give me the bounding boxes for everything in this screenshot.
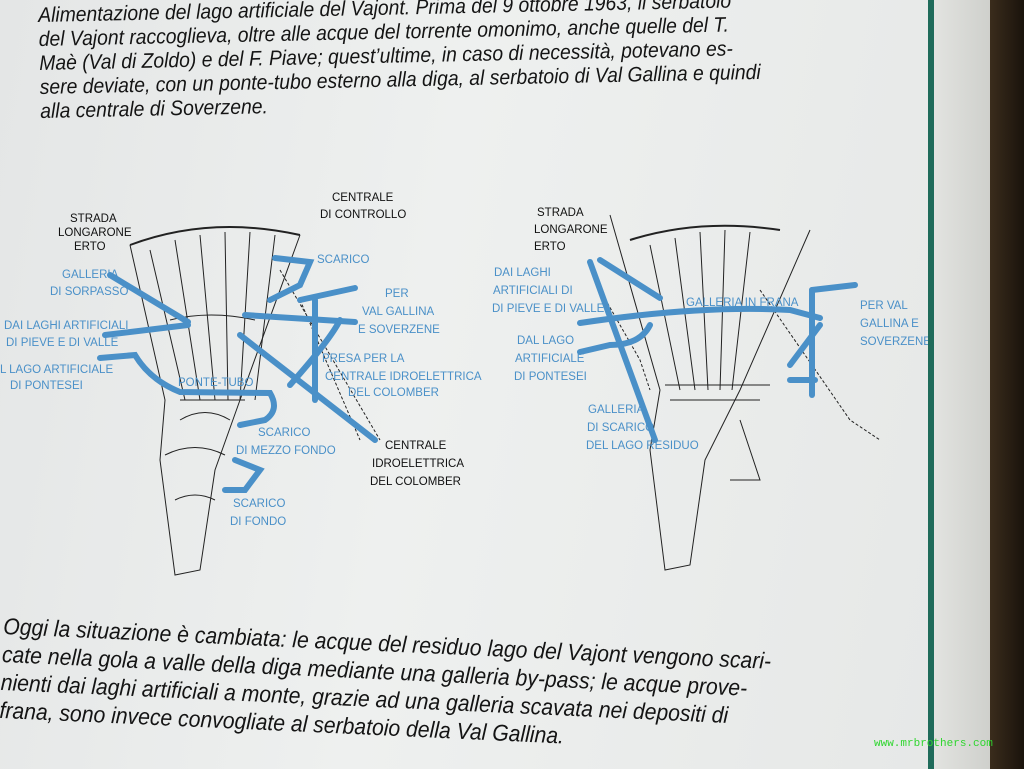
- label: CENTRALE: [385, 440, 447, 452]
- label: DAI LAGHI: [494, 267, 551, 279]
- label: DI SCARICO: [587, 422, 654, 434]
- label: CENTRALE IDROELETTRICA: [325, 371, 482, 383]
- current-situation-paragraph: Oggi la situazione è cambiata: le acque …: [0, 612, 772, 759]
- label: ERTO: [534, 241, 566, 253]
- diagram-right: [599, 214, 881, 571]
- diagram-right-labels: STRADA LONGARONE ERTO DAI LAGHI ARTIFICI…: [492, 207, 931, 452]
- label: SOVERZENE: [860, 336, 931, 348]
- panel-frame: [934, 0, 990, 769]
- diagram-left-labels: STRADA LONGARONE ERTO CENTRALE DI CONTRO…: [0, 192, 482, 528]
- label: DEL COLOMBER: [348, 387, 439, 399]
- diagram-right-tunnels: [577, 257, 858, 443]
- label: DI CONTROLLO: [320, 209, 406, 221]
- label: GALLINA E: [860, 318, 919, 330]
- label: GALLERIA IN FRANA: [686, 297, 799, 309]
- label: VAL GALLINA: [362, 306, 435, 318]
- label: CENTRALE: [332, 192, 394, 204]
- label: ERTO: [74, 241, 106, 253]
- label: PER VAL: [860, 300, 908, 312]
- wooden-post: [990, 0, 1024, 769]
- label: LONGARONE: [58, 227, 132, 239]
- information-panel: Alimentazione del lago artificiale del V…: [0, 0, 935, 769]
- diagram-left-tunnels: [97, 255, 378, 493]
- label: GALLERIA: [588, 404, 645, 416]
- label: DI FONDO: [230, 516, 286, 528]
- label: LONGARONE: [534, 224, 608, 236]
- label: DEL COLOMBER: [370, 476, 461, 488]
- label: PONTE-TUBO: [178, 377, 253, 389]
- label: DI PONTESEI: [10, 380, 83, 392]
- label: GALLERIA: [62, 269, 119, 281]
- label: DAL LAGO: [517, 335, 574, 347]
- label: DI PIEVE E DI VALLE: [492, 303, 605, 315]
- watermark: www.mrbrothers.com: [874, 738, 993, 750]
- label: E SOVERZENE: [358, 324, 440, 336]
- label: IDROELETTRICA: [372, 458, 464, 470]
- label: SCARICO: [233, 498, 285, 510]
- label: ARTIFICIALI DI: [493, 285, 573, 297]
- dam-diagrams: STRADA LONGARONE ERTO CENTRALE DI CONTRO…: [0, 192, 932, 571]
- label: L LAGO ARTIFICIALE: [0, 364, 113, 376]
- label: PRESA PER LA: [322, 353, 405, 365]
- label: DEL LAGO RESIDUO: [586, 440, 699, 452]
- label: DI MEZZO FONDO: [236, 445, 336, 457]
- panel-edge: [928, 0, 934, 769]
- label: DAI LAGHI ARTIFICIALI: [4, 320, 128, 332]
- label: PER: [385, 288, 409, 300]
- label: ARTIFICIALE: [515, 353, 585, 365]
- label: DI SORPASSO: [50, 286, 128, 298]
- label: STRADA: [70, 213, 117, 225]
- label: STRADA: [537, 207, 584, 219]
- label: SCARICO: [317, 254, 369, 266]
- label: DI PONTESEI: [514, 371, 587, 383]
- label: SCARICO: [258, 427, 310, 439]
- label: DI PIEVE E DI VALLE: [6, 337, 119, 349]
